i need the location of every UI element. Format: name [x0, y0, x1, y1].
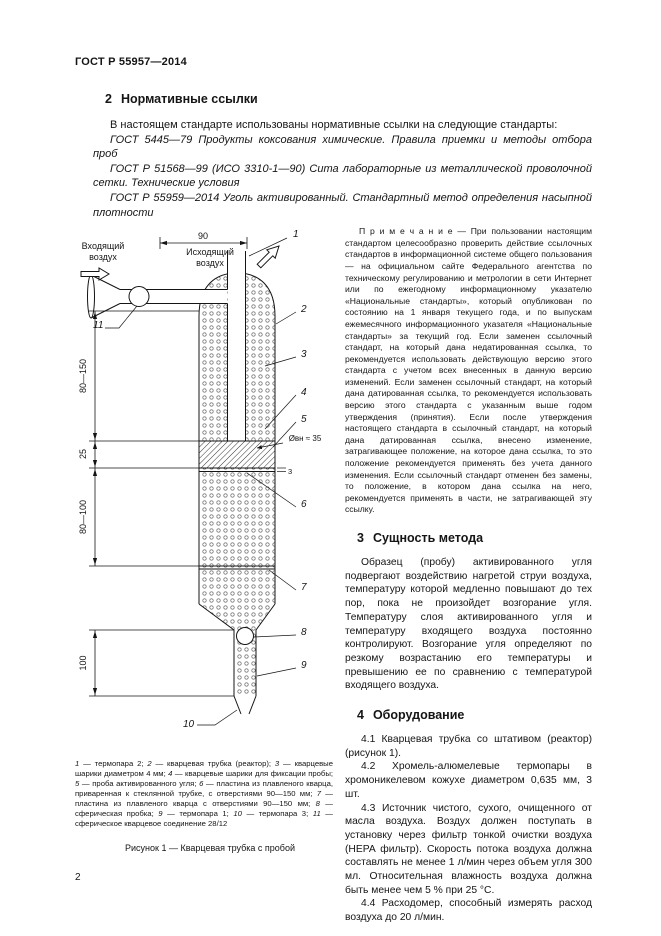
section-2-intro: В настоящем стандарте использованы норма…	[110, 119, 558, 131]
section-4-title-text: Оборудование	[372, 708, 465, 723]
reference-2: ГОСТ Р 51568—99 (ИСО 3310-1—90) Сита лаб…	[93, 162, 592, 190]
dim-90-label: 90	[198, 231, 208, 241]
dim-3-label: 3	[288, 467, 292, 476]
reference-3: ГОСТ Р 55959—2014 Уголь активированный. …	[93, 191, 592, 219]
dim-100-label: 100	[78, 656, 88, 671]
page-number: 2	[75, 872, 81, 883]
legend-item: 8 — сферическая пробка;	[75, 799, 333, 819]
dim-80-150-label: 80—150	[78, 359, 88, 393]
legend-item: 4 — кварцевые шарики для фиксации пробы;	[168, 769, 333, 779]
callout-2: 2	[300, 304, 307, 315]
callout-11: 11	[93, 320, 103, 331]
section-3-title: 3 Сущность метода	[357, 531, 592, 545]
incoming-air-label-line1: Входящий	[82, 241, 125, 251]
legend-item: 9 — термопара 1;	[158, 809, 234, 819]
section-2-title: 2 Нормативные ссылки	[105, 92, 592, 106]
outgoing-air-arrow-icon	[256, 245, 280, 269]
section-2: 2 Нормативные ссылки В настоящем стандарт…	[93, 92, 592, 220]
two-column-area: 90	[75, 226, 592, 925]
document-header: ГОСТ Р 55957—2014	[75, 56, 187, 68]
section-4-body: 4.1 Кварцевая трубка со штативом (реакто…	[345, 733, 592, 925]
normative-note: П р и м е ч а н и е — При пользовании на…	[345, 226, 592, 515]
callout-6: 6	[301, 499, 307, 510]
figure-legend: 1 — термопара 2; 2 — кварцевая трубка (р…	[75, 759, 333, 829]
section-4-number: 4	[357, 708, 364, 723]
tube-tip	[233, 695, 257, 715]
clause-4-3: 4.3 Источник чистого, сухого, очищенного…	[345, 802, 592, 896]
funnel-mouth	[87, 274, 95, 319]
legend-item: 3 — кварцевые шарики диаметром 4 мм;	[75, 759, 333, 779]
legend-item: 6 — пластина из плавленого кварца, прива…	[75, 779, 333, 799]
dimension-90	[159, 237, 248, 250]
section-3-title-text: Сущность метода	[372, 531, 484, 545]
incoming-air-arrow-icon	[80, 267, 110, 282]
legend-item: 5 — проба активированного угля;	[75, 779, 200, 789]
incoming-air-label-line2: воздух	[89, 252, 117, 262]
reactor-figure: 90	[78, 229, 322, 730]
outgoing-air-label-line2: воздух	[196, 258, 224, 268]
section-3-body: Образец (пробу) активированного угля под…	[345, 556, 592, 693]
text-column: П р и м е ч а н и е — При пользовании на…	[345, 226, 592, 925]
callout-7: 7	[301, 582, 307, 593]
section-3-number: 3	[357, 531, 364, 545]
section-3-paragraph: Образец (пробу) активированного угля под…	[345, 557, 592, 692]
clause-4-2: 4.2 Хромель-алюмелевые термопары в хромо…	[345, 761, 592, 800]
clause-4-4: 4.4 Расходомер, способный измерять расхо…	[345, 898, 592, 924]
reference-1: ГОСТ 5445—79 Продукты коксования химичес…	[93, 133, 592, 161]
callout-3: 3	[301, 349, 307, 360]
legend-item: 11 — сферическое кварцевое соединение 28…	[75, 809, 333, 829]
dim-80-100-label: 80—100	[78, 500, 88, 534]
legend-item: 10 — термопара 3;	[233, 809, 313, 819]
callout-leaders	[105, 237, 297, 726]
diameter-label: Øвн ≈ 35	[289, 434, 322, 443]
reactor-tube-drawing	[87, 251, 276, 715]
diameter-leader	[256, 442, 284, 450]
callout-5: 5	[301, 414, 307, 425]
section-2-number: 2	[105, 92, 112, 106]
left-dimension-chain	[89, 310, 234, 697]
coal-sample-bed	[199, 441, 275, 469]
callout-9: 9	[301, 660, 307, 671]
callout-10: 10	[183, 719, 195, 730]
clause-4-1: 4.1 Кварцевая трубка со штативом (реакто…	[345, 734, 592, 759]
spherical-stopper	[236, 627, 254, 646]
funnel-upper	[90, 274, 121, 291]
section-2-title-text: Нормативные ссылки	[120, 92, 258, 106]
legend-item: 1 — термопара 2;	[75, 759, 148, 769]
figure-caption: Рисунок 1 — Кварцевая трубка с пробой	[125, 843, 295, 854]
callout-1: 1	[293, 229, 299, 240]
spherical-joint	[128, 286, 150, 308]
legend-item: 7 — пластина из плавленого кварца с отве…	[75, 789, 333, 809]
dimension-plate-3	[277, 467, 286, 473]
figure-column: 90	[75, 226, 345, 925]
legend-item: 2 — кварцевая трубка (реактор);	[147, 759, 275, 769]
outgoing-air-label-line1: Исходящий	[186, 247, 234, 257]
dim-25-label: 25	[78, 449, 88, 459]
callout-8: 8	[301, 627, 307, 638]
callout-4: 4	[301, 387, 307, 398]
air-flow-arrows	[80, 245, 280, 282]
central-tube-core	[227, 251, 246, 442]
section-4-title: 4 Оборудование	[357, 708, 592, 722]
